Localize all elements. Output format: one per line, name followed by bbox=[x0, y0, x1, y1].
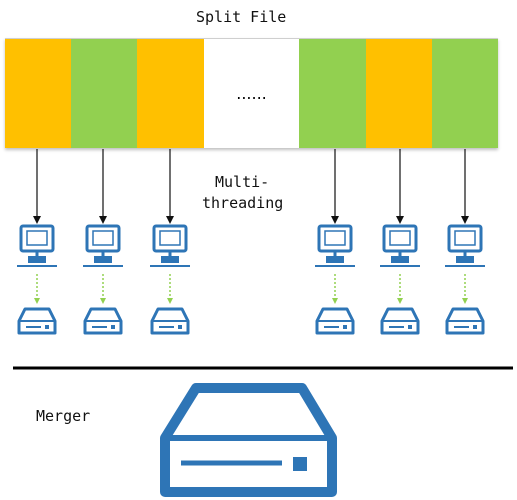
server-icon bbox=[315, 307, 355, 335]
worker-computers bbox=[17, 224, 485, 267]
ellipsis-text: ...... bbox=[236, 84, 267, 103]
file-segment bbox=[431, 39, 498, 148]
merger-server-icon bbox=[160, 383, 337, 497]
computer-icon bbox=[315, 224, 355, 267]
server-icon bbox=[83, 307, 123, 335]
worker-output-arrows bbox=[34, 274, 468, 304]
output-arrow bbox=[462, 274, 468, 304]
computer-icon bbox=[445, 224, 485, 267]
split-arrow bbox=[166, 149, 174, 224]
computer-icon bbox=[83, 224, 123, 267]
output-arrow bbox=[100, 274, 106, 304]
file-segment-bar: ...... bbox=[5, 38, 498, 148]
server-icon bbox=[17, 307, 57, 335]
server-icon bbox=[380, 307, 420, 335]
multithreading-label-line2: threading bbox=[202, 194, 284, 212]
output-arrow bbox=[332, 274, 338, 304]
split-arrow bbox=[396, 149, 404, 224]
split-arrows bbox=[33, 149, 469, 224]
split-arrow bbox=[99, 149, 107, 224]
file-segment bbox=[365, 39, 432, 148]
file-segment bbox=[137, 39, 204, 148]
computer-icon bbox=[380, 224, 420, 267]
computer-icon bbox=[150, 224, 190, 267]
output-arrow bbox=[34, 274, 40, 304]
split-arrow bbox=[331, 149, 339, 224]
split-arrow bbox=[33, 149, 41, 224]
server-icon bbox=[150, 307, 190, 335]
multithreading-label-line1: Multi- bbox=[215, 173, 270, 191]
segment-ellipsis: ...... bbox=[203, 39, 300, 148]
file-segment bbox=[299, 39, 366, 148]
split-arrow bbox=[461, 149, 469, 224]
file-segment bbox=[5, 39, 72, 148]
computer-icon bbox=[17, 224, 57, 267]
split-file-title: Split File bbox=[196, 8, 287, 26]
file-segment bbox=[71, 39, 138, 148]
output-arrow bbox=[167, 274, 173, 304]
merger-label: Merger bbox=[36, 407, 91, 425]
output-arrow bbox=[397, 274, 403, 304]
server-icon bbox=[445, 307, 485, 335]
worker-output-servers bbox=[17, 307, 485, 335]
